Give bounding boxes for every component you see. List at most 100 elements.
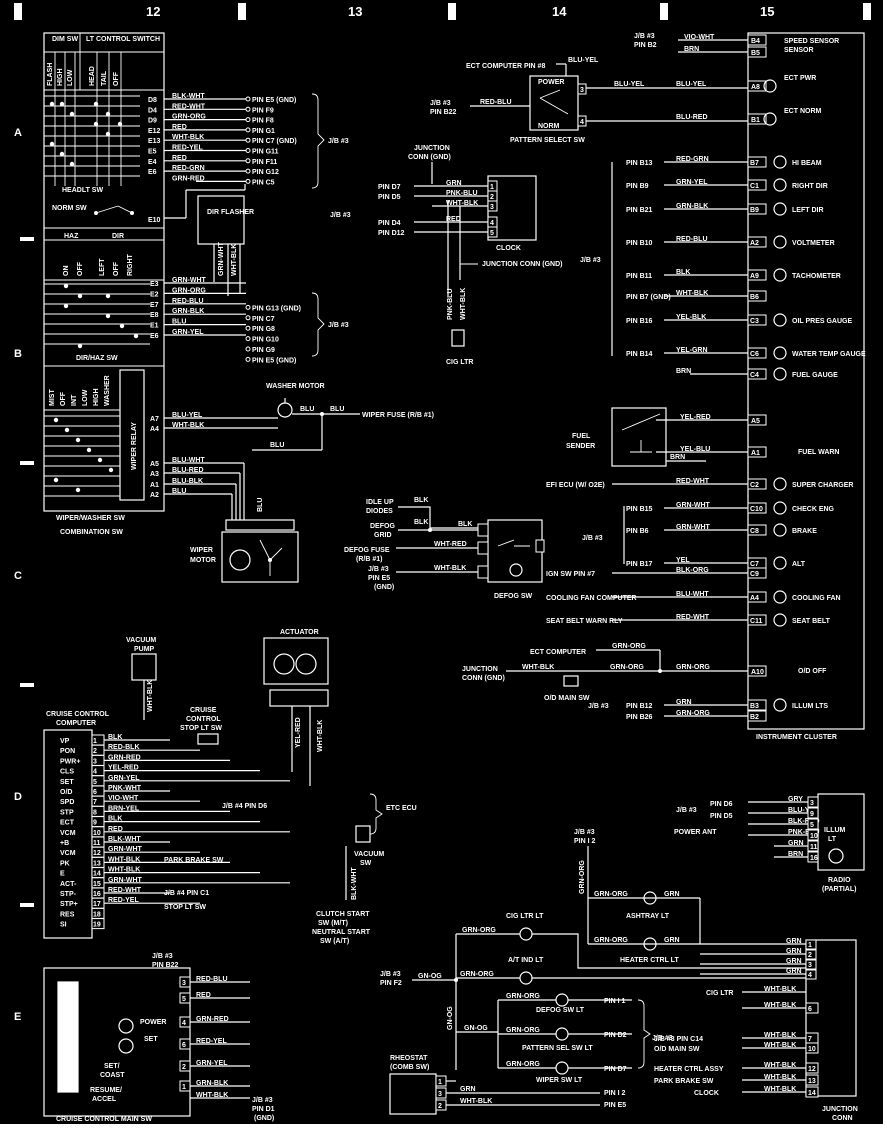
cluster-term: C1 xyxy=(750,183,759,190)
b-cig-ltr-lt: CIG LTR LT xyxy=(506,913,544,920)
cm-term: 6 xyxy=(182,1042,186,1049)
junction-conn-label-clock: JUNCTION CONN (GND) xyxy=(482,261,563,268)
grid-dot xyxy=(105,313,111,319)
dirhaz-wire-color: RED-BLU xyxy=(172,298,204,305)
wiper-term: A4 xyxy=(150,426,159,433)
cruise-pin-wire-color: BLK xyxy=(108,816,122,823)
cm-power: POWER xyxy=(140,1019,166,1026)
cruise-pin-num: 17 xyxy=(93,901,101,908)
clock-term-box xyxy=(487,200,498,212)
cluster-term-box xyxy=(747,314,767,326)
headlt-pin: PIN F8 xyxy=(252,118,274,125)
cruise-pin-name: PK xyxy=(60,860,70,867)
cluster-term: C7 xyxy=(750,561,759,568)
radio-term: 9 xyxy=(810,811,814,818)
cluster-label: RIGHT DIR xyxy=(792,183,828,190)
jb3-label-a: J/B #3 xyxy=(328,138,349,145)
combination-sw-label: COMBINATION SW xyxy=(60,529,123,536)
cluster-term: C9 xyxy=(750,571,759,578)
jc-term-box xyxy=(805,939,817,950)
b-pin-d7: PIN D7 xyxy=(604,1066,627,1073)
row-label-c: C xyxy=(14,570,22,582)
cruise-pin-wire-color: VIO-WHT xyxy=(108,795,139,802)
clock-term: 5 xyxy=(490,230,494,237)
pattern-norm: NORM xyxy=(538,123,560,130)
cruise-pin-name: VCM xyxy=(60,850,76,857)
cluster-label: ALT xyxy=(792,561,806,568)
cluster-label: SUPER CHARGER xyxy=(792,482,853,489)
headlt-wire-color: RED-WHT xyxy=(172,103,206,110)
flasher-wire-2: WHT-BLK xyxy=(231,244,238,276)
b-heater: HEATER CTRL LT xyxy=(620,957,679,964)
cluster-label: SEAT BELT xyxy=(792,618,831,625)
cluster-term-box xyxy=(747,368,767,380)
wiper-motor-blu: BLU xyxy=(257,498,264,512)
radio-d6: PIN D6 xyxy=(710,801,733,808)
cluster-term-box xyxy=(747,236,767,248)
defog-jb-1: J/B #3 xyxy=(368,566,389,573)
dirhaz-wire-color: GRN-YEL xyxy=(172,329,204,336)
washer-blu-2: BLU xyxy=(330,406,344,413)
jc-gnd-label: JUNCTION xyxy=(462,666,498,673)
dir-haz-label: DIR/HAZ SW xyxy=(76,355,118,362)
pattern-term-4: 4 xyxy=(580,119,584,126)
cluster-pin: PIN B6 xyxy=(626,528,649,535)
row-label-e: E xyxy=(14,1011,21,1023)
wiper-rows: A7BLU-YELA4WHT-BLKA5BLU-WHTA3BLU-REDA1BL… xyxy=(150,412,278,520)
cruise-pin-name: ACT- xyxy=(60,881,77,888)
cm-set-coast-2: COAST xyxy=(100,1072,125,1079)
cruise-pin-wire-color: PNK-WHT xyxy=(108,785,142,792)
cluster-label: CHECK ENG xyxy=(792,506,835,513)
lamp-symbol xyxy=(773,178,787,192)
cluster-term: C11 xyxy=(750,618,763,625)
cluster-jb-2: PIN B2 xyxy=(634,42,657,49)
cruise-pin-num: 15 xyxy=(93,881,101,888)
cm-wire-color: GRN-YEL xyxy=(196,1060,228,1067)
radio: ILLUM LT RADIO (PARTIAL) GRY3BLU-YEL9BLK… xyxy=(674,793,865,893)
b-cig-go: GRN-ORG xyxy=(462,927,496,934)
cluster-pin: EFI ECU (W/ O2E) xyxy=(546,482,605,489)
cluster-top-label: ECT PWR xyxy=(784,75,816,82)
cluster-top-term-box xyxy=(747,113,767,125)
cruise-pin-wire-color: RED-BLK xyxy=(108,744,140,751)
cruise-pin-name: VP xyxy=(60,738,70,745)
headlt-pin-dot xyxy=(245,178,251,184)
idle-up-label-2: DIODES xyxy=(366,508,393,515)
pattern-term-3: 3 xyxy=(580,87,584,94)
cm-wire-color: RED-YEL xyxy=(196,1038,227,1045)
radio-term: 16 xyxy=(810,855,818,862)
cluster-label: HI BEAM xyxy=(792,160,822,167)
cluster-label: COOLING FAN xyxy=(792,595,841,602)
defog-jb-2: PIN E5 xyxy=(368,575,390,582)
idle-up-label-1: IDLE UP xyxy=(366,499,394,506)
jc-grn-label: GRN xyxy=(786,948,802,955)
cluster-wire-color: RED-GRN xyxy=(676,156,709,163)
dirhaz-term: E2 xyxy=(150,291,159,298)
b-wht-blk: WHT-BLK xyxy=(460,1098,492,1105)
jc-term-box xyxy=(805,1062,819,1074)
b-pin-i1: PIN I 1 xyxy=(604,998,626,1005)
dirhaz-wire-color: GRN-BLK xyxy=(172,308,204,315)
cluster-label: O/D OFF xyxy=(798,668,827,675)
wiper-term: A7 xyxy=(150,416,159,423)
headlt-wire-color: RED-GRN xyxy=(172,165,205,172)
headlt-pin-dot xyxy=(245,127,251,133)
cm-wire-color: WHT-BLK xyxy=(196,1092,228,1099)
cluster-term-box xyxy=(747,502,767,514)
dim-col-0: FLASH xyxy=(47,63,54,86)
headlt-term: E4 xyxy=(148,159,157,166)
row-label-a: A xyxy=(14,127,22,139)
cruise-pin-num: 13 xyxy=(93,860,101,867)
b-pin-i2: PIN I 2 xyxy=(604,1090,626,1097)
radio-1: RADIO xyxy=(828,877,851,884)
cluster-top-wire-color: BRN xyxy=(684,46,699,53)
cluster-label: FUEL GAUGE xyxy=(792,372,838,379)
cm-title: CRUISE CONTROL MAIN SW xyxy=(56,1116,152,1123)
jc-term: 3 xyxy=(808,962,812,969)
cluster-term-box xyxy=(747,567,767,579)
b-htr-go: GRN-ORG xyxy=(594,937,628,944)
fuel-sender-label-1: FUEL xyxy=(572,433,591,440)
jc-label: CIG LTR xyxy=(706,990,733,997)
